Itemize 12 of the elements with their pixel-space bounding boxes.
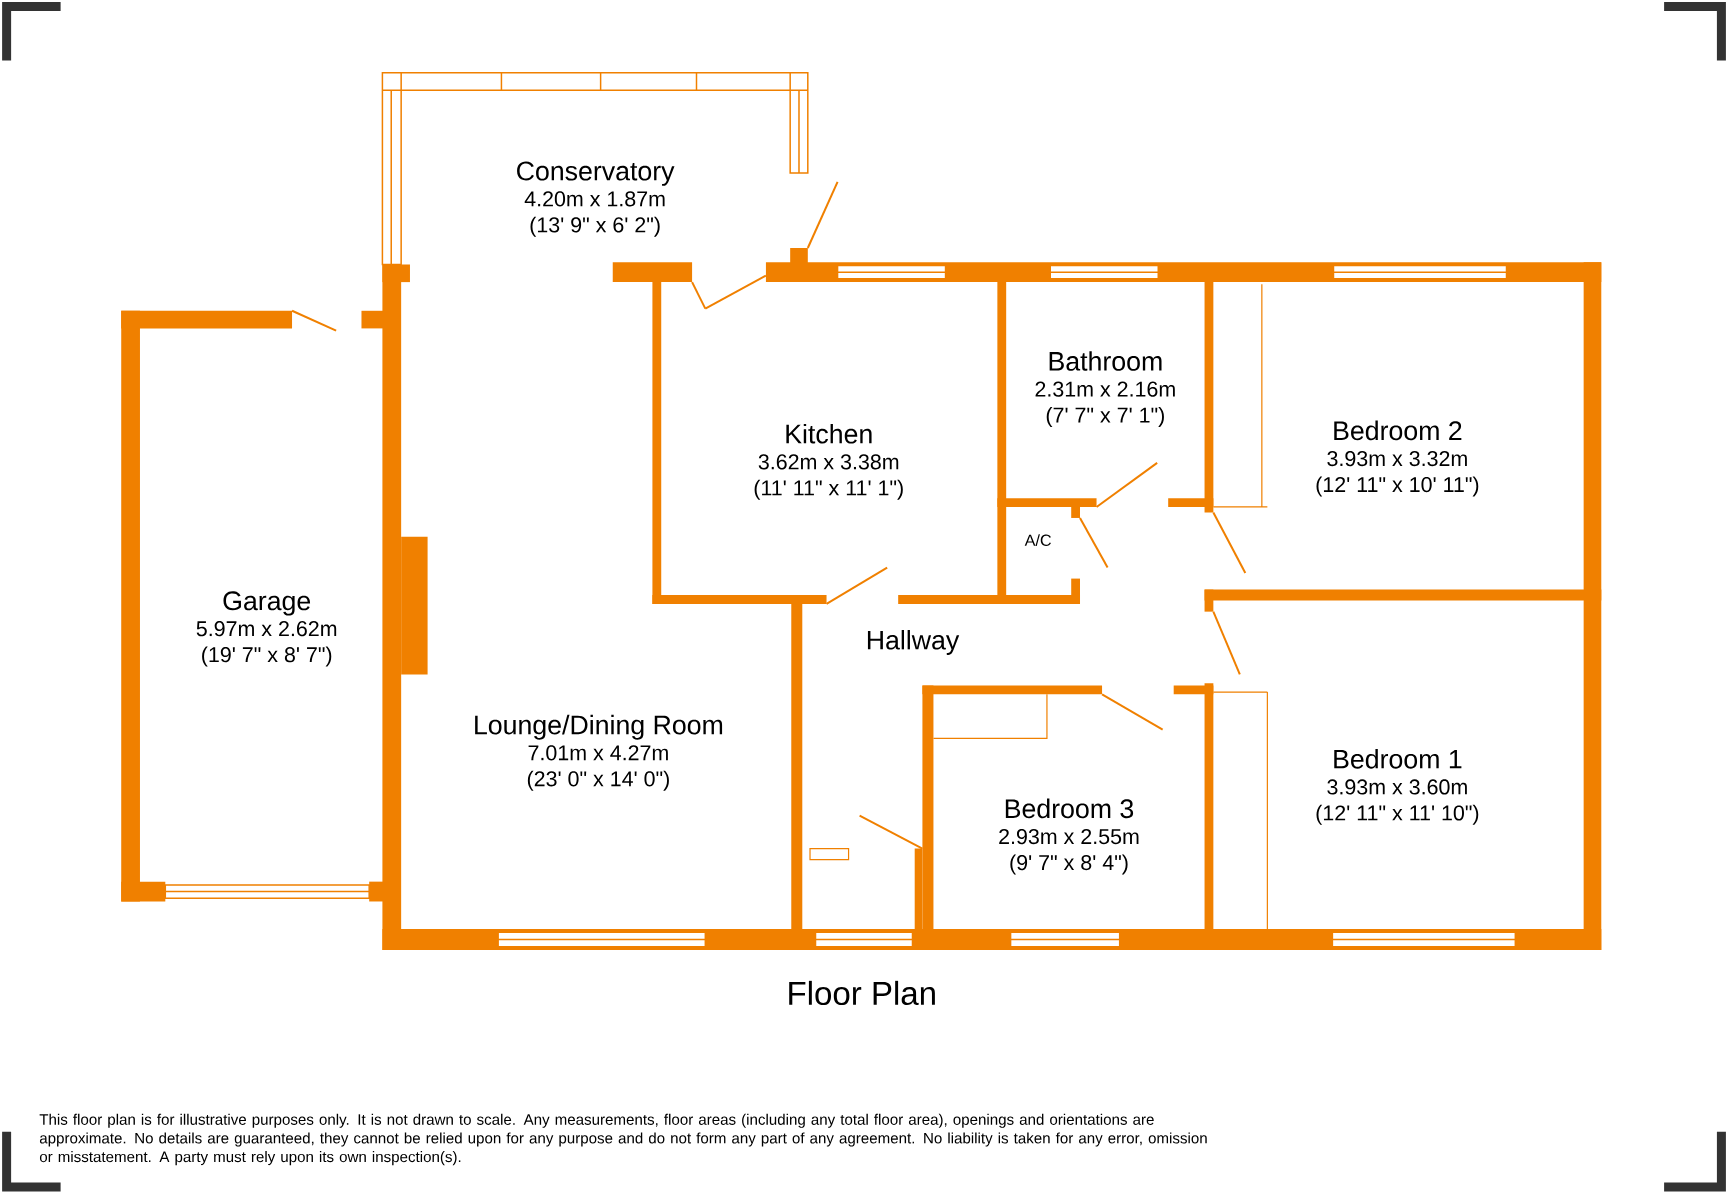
room-label: Hallway: [867, 629, 960, 655]
room-label: A/C: [1024, 533, 1051, 546]
room-label: Bathroom 2.31m x 2.16m (7' 7" x 7' 1"): [1035, 350, 1175, 427]
disclaimer-text: This floor plan is for illustrative purposes only. It is not drawn to scale. Any measurements, floor areas (including any total floor area), openings and orientations are approximate. No details are guaranteed, they cannot be relied upon for any purpose and do not form any part of any agreement. No liability is taken for any error, omission or misstatement. A party must rely upon its own inspection(s).: [39, 1113, 1207, 1165]
plan-caption: Floor Plan: [789, 980, 935, 1005]
room-label: Bedroom 2 3.93m x 3.32m (12' 11" x 10' 11"): [1316, 420, 1479, 497]
room-label: Lounge/Dining Room 7.01m x 4.27m (23' 0" x 14' 0"): [475, 714, 723, 791]
room-label: Bedroom 1 3.93m x 3.60m (12' 11" x 11' 10"): [1316, 748, 1479, 825]
room-label: Kitchen 3.62m x 3.38m (11' 11" x 11' 1"): [754, 423, 903, 500]
room-label: Garage 5.97m x 2.62m (19' 7" x 8' 7"): [196, 591, 337, 667]
room-label: Bedroom 3 2.93m x 2.55m (9' 7" x 8' 4"): [999, 798, 1139, 875]
room-label: Conservatory 4.20m x 1.87m (13' 9" x 6' 2"): [517, 161, 675, 237]
